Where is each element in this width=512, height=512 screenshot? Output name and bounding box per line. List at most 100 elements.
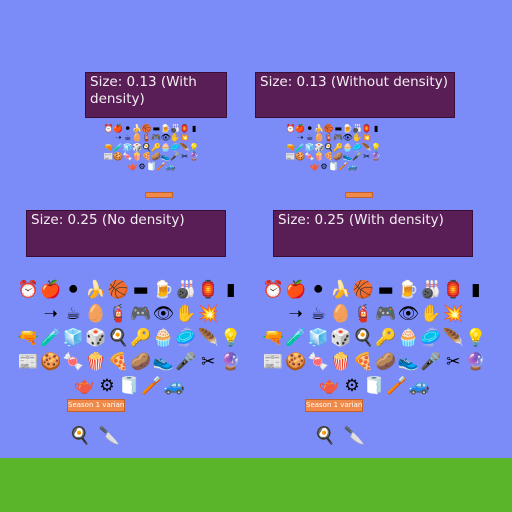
cookie-icon[interactable]: 🍪 [113, 152, 124, 162]
potato-icon[interactable]: 🥔 [151, 152, 162, 162]
extinguisher-icon[interactable]: 🧯 [107, 303, 129, 324]
cupcake-icon[interactable]: 🧁 [397, 327, 419, 348]
harmonica-icon[interactable]: ▬ [334, 123, 343, 133]
pistol-icon[interactable]: 🔫 [17, 327, 39, 348]
snow-globe-icon[interactable]: 🔮 [189, 152, 200, 162]
knife-icon[interactable]: 🔪 [98, 425, 120, 446]
ice-cube-icon[interactable]: 🧊 [304, 142, 315, 152]
banana-icon[interactable]: 🍌 [330, 279, 352, 300]
ice-cube-icon[interactable]: 🧊 [307, 327, 329, 348]
scissors-icon[interactable]: ✂ [181, 152, 189, 162]
banana-icon[interactable]: 🍌 [85, 279, 107, 300]
beer-mug-icon[interactable]: 🍺 [152, 279, 174, 300]
grenade-icon[interactable]: 💥 [442, 303, 464, 324]
lantern-icon[interactable]: 🏮 [361, 123, 372, 133]
pizza-slice-icon[interactable]: 🍕 [107, 351, 129, 372]
coffee-mug-icon[interactable]: ☕ [310, 303, 326, 324]
tire-icon[interactable]: ⚙ [344, 375, 360, 396]
arrow-icon[interactable]: ➝ [43, 303, 58, 324]
banana-icon[interactable]: 🍌 [132, 123, 143, 133]
key-icon[interactable]: 🔑 [375, 327, 397, 348]
toy-car-icon[interactable]: 🚙 [163, 375, 186, 396]
eyeball-icon[interactable]: 👁 [160, 133, 171, 143]
grenade-icon[interactable]: 💥 [179, 133, 190, 143]
lightbulb-icon[interactable]: 💡 [465, 327, 487, 348]
newspaper-icon[interactable]: 📰 [103, 152, 114, 162]
newspaper-icon[interactable]: 📰 [17, 351, 39, 372]
eyeball-icon[interactable]: 👁 [397, 303, 420, 324]
teapot-icon[interactable]: 🫖 [318, 375, 341, 396]
knife-icon[interactable]: 🔪 [343, 425, 365, 446]
microphone-icon[interactable]: 🎤 [352, 152, 363, 162]
key-icon[interactable]: 🔑 [130, 327, 152, 348]
eyeball-icon[interactable]: 👁 [152, 303, 175, 324]
toilet-paper-icon[interactable]: 🧻 [146, 161, 157, 171]
newspaper-icon[interactable]: 📰 [285, 152, 296, 162]
extinguisher-icon[interactable]: 🧯 [352, 303, 374, 324]
bomb-ball-icon[interactable]: ⚫ [66, 279, 81, 300]
frisbee-icon[interactable]: 🥏 [420, 327, 442, 348]
teapot-icon[interactable]: 🫖 [309, 161, 320, 171]
snow-globe-icon[interactable]: 🔮 [371, 152, 382, 162]
tire-icon[interactable]: ⚙ [138, 161, 146, 171]
microphone-icon[interactable]: 🎤 [175, 351, 197, 372]
test-tube-icon[interactable]: 🧪 [295, 142, 306, 152]
beer-mug-icon[interactable]: 🍺 [160, 123, 171, 133]
snow-globe-icon[interactable]: 🔮 [465, 351, 487, 372]
extinguisher-icon[interactable]: 🧯 [141, 133, 152, 143]
tire-icon[interactable]: ⚙ [320, 161, 328, 171]
feather-icon[interactable]: 🪶 [361, 142, 372, 152]
dice-icon[interactable]: 🎲 [314, 142, 325, 152]
cigar-icon[interactable]: ▮ [226, 279, 236, 300]
newspaper-icon[interactable]: 📰 [262, 351, 284, 372]
basketball-icon[interactable]: 🏀 [352, 279, 374, 300]
hand-icon[interactable]: ✋ [352, 133, 363, 143]
beer-mug-icon[interactable]: 🍺 [342, 123, 353, 133]
frisbee-icon[interactable]: 🥏 [175, 327, 197, 348]
pizza-slice-icon[interactable]: 🍕 [141, 152, 152, 162]
bomb-ball-icon[interactable]: ⚫ [311, 279, 326, 300]
pistol-icon[interactable]: 🔫 [103, 142, 114, 152]
cigar-icon[interactable]: ▮ [471, 279, 481, 300]
arrow-icon[interactable]: ➝ [288, 303, 303, 324]
banana-icon[interactable]: 🍌 [314, 123, 325, 133]
apple-icon[interactable]: 🍎 [113, 123, 124, 133]
coffee-mug-icon[interactable]: ☕ [124, 133, 132, 143]
popcorn-icon[interactable]: 🍿 [132, 152, 143, 162]
cookie-icon[interactable]: 🍪 [40, 351, 62, 372]
pizza-slice-icon[interactable]: 🍕 [323, 152, 334, 162]
toilet-paper-icon[interactable]: 🧻 [363, 375, 386, 396]
key-icon[interactable]: 🔑 [333, 142, 344, 152]
cigar-icon[interactable]: ▮ [192, 123, 197, 133]
frisbee-icon[interactable]: 🥏 [352, 142, 363, 152]
variants-button[interactable] [145, 192, 173, 198]
pizza-slice-icon[interactable]: 🍕 [352, 351, 374, 372]
extinguisher-icon[interactable]: 🧯 [323, 133, 334, 143]
teapot-icon[interactable]: 🫖 [127, 161, 138, 171]
alarm-clock-icon[interactable]: ⏰ [17, 279, 39, 300]
harmonica-icon[interactable]: ▬ [152, 123, 161, 133]
lantern-icon[interactable]: 🏮 [179, 123, 190, 133]
bomb-ball-icon[interactable]: ⚫ [306, 123, 314, 133]
bowling-pin-icon[interactable]: 🎳 [175, 279, 197, 300]
alarm-clock-icon[interactable]: ⏰ [262, 279, 284, 300]
peppermint-candy-icon[interactable]: 🍬 [304, 152, 315, 162]
cupcake-icon[interactable]: 🧁 [160, 142, 171, 152]
frying-pan-icon[interactable]: 🍳 [314, 425, 336, 446]
harmonica-icon[interactable]: ▬ [377, 279, 394, 300]
scissors-icon[interactable]: ✂ [201, 351, 216, 372]
ice-cube-icon[interactable]: 🧊 [122, 142, 133, 152]
variants-button[interactable]: Season 1 variants [67, 399, 125, 412]
bomb-ball-icon[interactable]: ⚫ [124, 123, 132, 133]
toilet-paper-icon[interactable]: 🧻 [118, 375, 141, 396]
toilet-paper-icon[interactable]: 🧻 [328, 161, 339, 171]
sneaker-icon[interactable]: 👟 [342, 152, 353, 162]
lantern-icon[interactable]: 🏮 [197, 279, 219, 300]
teapot-icon[interactable]: 🫖 [73, 375, 96, 396]
coffee-mug-icon[interactable]: ☕ [306, 133, 314, 143]
peppermint-candy-icon[interactable]: 🍬 [62, 351, 84, 372]
microphone-icon[interactable]: 🎤 [420, 351, 442, 372]
ice-cube-icon[interactable]: 🧊 [62, 327, 84, 348]
fried-egg-icon[interactable]: 🍳 [141, 142, 152, 152]
popcorn-icon[interactable]: 🍿 [330, 351, 352, 372]
